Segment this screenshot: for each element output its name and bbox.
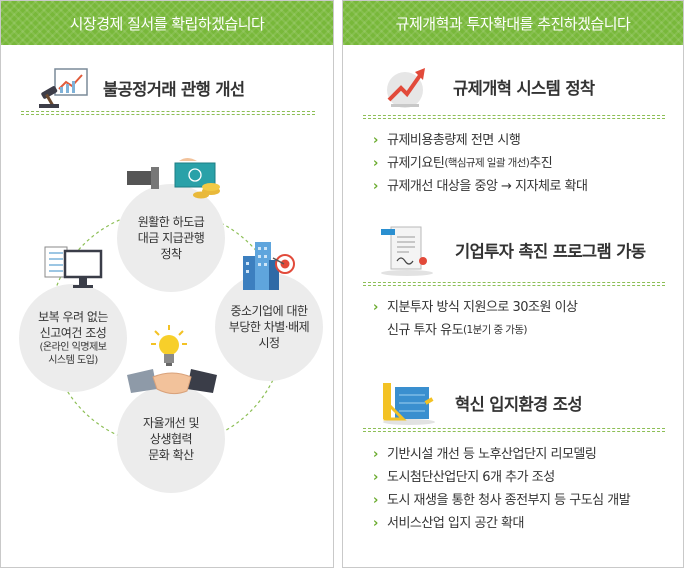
list-item: ›규제비용총량제 전면 시행: [373, 129, 587, 152]
list-item: ›도시첨단산업단지 6개 추가 조성: [373, 466, 630, 489]
left-section-divider: [21, 111, 315, 115]
section-location-title: 혁신 입지환경 조성: [455, 395, 583, 414]
left-section-title: 불공정거래 관행 개선: [103, 80, 245, 99]
chevron-right-icon: ›: [373, 447, 378, 462]
money-hand-icon: [125, 157, 225, 203]
monitor-checklist-icon: [43, 245, 105, 291]
chevron-right-icon: ›: [373, 156, 378, 171]
left-section-title-row: 불공정거래 관행 개선: [39, 67, 245, 109]
building-target-icon: [239, 238, 297, 292]
chevron-right-icon: ›: [373, 179, 378, 194]
left-panel: 시장경제 질서를 확립하겠습니다 불공정거래 관행 개선 원활한 하도급 대금 …: [0, 0, 334, 568]
section-investment-title: 기업투자 촉진 프로그램 가동: [455, 242, 646, 261]
lightbulb-icon: [151, 325, 187, 369]
chevron-right-icon: ›: [373, 133, 378, 148]
section-location-title-row: 혁신 입지환경 조성: [381, 381, 583, 425]
circle-sme-discrimination: 중소기업에 대한 부당한 차별·배제 시정: [215, 273, 323, 381]
right-panel: 규제개혁과 투자확대를 추진하겠습니다 규제개혁 시스템 정착 ›규제비용총량제…: [342, 0, 684, 568]
chevron-right-icon: ›: [373, 493, 378, 508]
list-item: ›서비스산업 입지 공간 확대: [373, 512, 630, 535]
section-regulatory-reform-list: ›규제비용총량제 전면 시행 ›규제기요틴(핵심규제 일괄 개선) 추진 ›규제…: [373, 129, 588, 198]
document-icon: [379, 223, 435, 277]
chevron-right-icon: ›: [373, 470, 378, 485]
handshake-icon: [127, 367, 217, 399]
section-location-list: ›기반시설 개선 등 노후산업단지 리모델링 ›도시첨단산업단지 6개 추가 조…: [373, 443, 631, 535]
right-panel-header: 규제개혁과 투자확대를 추진하겠습니다: [343, 1, 683, 45]
list-item: ›규제기요틴(핵심규제 일괄 개선) 추진: [373, 152, 587, 175]
section-investment-title-row: 기업투자 촉진 프로그램 가동: [379, 223, 646, 277]
section-location-divider: [363, 428, 665, 432]
blueprint-ruler-icon: [381, 381, 437, 425]
gavel-chart-icon: [39, 67, 89, 109]
circle-whistleblower: 보복 우려 없는 신고여건 조성 (온라인 익명제보 시스템 도입): [19, 284, 127, 392]
growth-arrow-icon: [381, 64, 431, 110]
list-item: ›지분투자 방식 지원으로 30조원 이상: [373, 296, 578, 319]
list-item: ›도시 재생을 통한 청사 종전부지 등 구도심 개발: [373, 489, 631, 512]
left-panel-header: 시장경제 질서를 확립하겠습니다: [1, 1, 333, 45]
section-regulatory-reform-title: 규제개혁 시스템 정착: [453, 79, 595, 98]
circle-cooperation-culture: 자율개선 및 상생협력 문화 확산: [117, 385, 225, 493]
section-regulatory-reform-title-row: 규제개혁 시스템 정착: [381, 64, 595, 110]
chevron-right-icon: ›: [373, 300, 378, 315]
chevron-right-icon: ›: [373, 516, 378, 531]
section-investment-divider: [363, 282, 665, 286]
list-item-continuation: 신규 투자 유도(1분기 중 가동): [387, 323, 527, 338]
list-item: ›규제개선 대상을 중앙 → 지자체로 확대: [373, 175, 588, 198]
section-investment-list: ›지분투자 방식 지원으로 30조원 이상 신규 투자 유도(1분기 중 가동): [373, 296, 578, 342]
list-item: ›기반시설 개선 등 노후산업단지 리모델링: [373, 443, 630, 466]
circle-payment-practice: 원활한 하도급 대금 지급관행 정착: [117, 184, 225, 292]
section-regulatory-reform-divider: [363, 115, 665, 119]
